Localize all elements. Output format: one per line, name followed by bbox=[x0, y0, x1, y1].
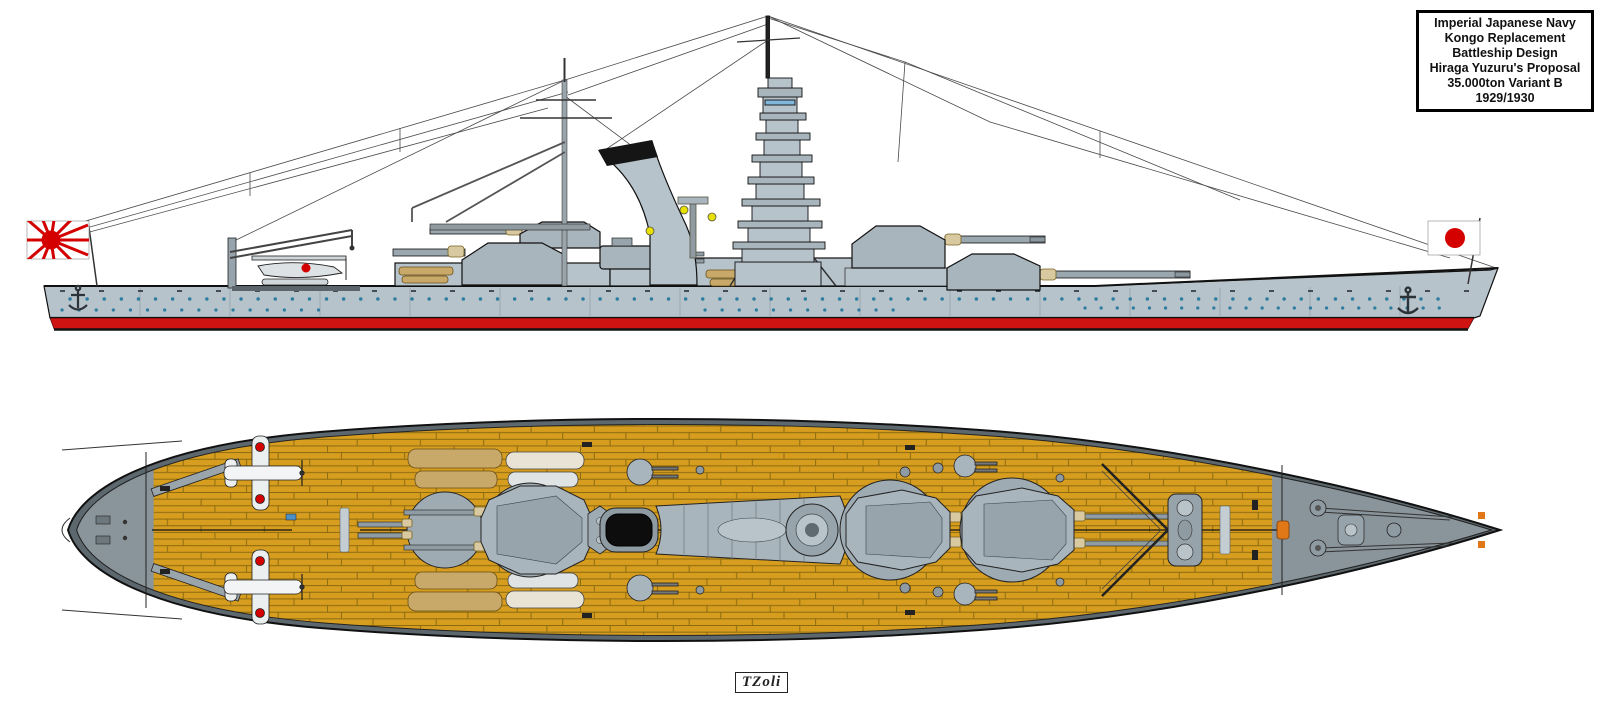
plan-view bbox=[61, 417, 1501, 643]
roundel bbox=[255, 556, 265, 566]
funnel-plan bbox=[599, 507, 659, 553]
title-line: Hiraga Yuzuru's Proposal bbox=[1429, 61, 1581, 75]
stern-booms bbox=[61, 440, 183, 620]
title-box: Imperial Japanese Navy Kongo Replacement… bbox=[1416, 10, 1594, 112]
profile-view bbox=[26, 15, 1499, 331]
porthole-rows bbox=[60, 297, 1442, 312]
title-line: 1929/1930 bbox=[1475, 91, 1535, 105]
bridge-windows bbox=[764, 99, 796, 106]
anchor-gear bbox=[1309, 499, 1453, 557]
catapult-starboard bbox=[150, 563, 242, 602]
conning-tower-plan bbox=[785, 503, 839, 557]
title-line: 35.000ton Variant B bbox=[1447, 76, 1563, 90]
topmast bbox=[765, 15, 770, 79]
bow-frame-structure bbox=[1167, 493, 1203, 567]
main-turret-1-plan bbox=[959, 477, 1181, 583]
secondary-mounts-plan bbox=[626, 454, 998, 606]
main-turret-1-profile bbox=[946, 253, 1191, 291]
roundel bbox=[255, 494, 265, 504]
mainmast bbox=[411, 58, 612, 287]
waterline-red-stripe bbox=[49, 317, 1475, 330]
main-turret-2-plan bbox=[839, 479, 1045, 581]
deck-vents bbox=[695, 462, 1065, 598]
stern-anchor-icon bbox=[68, 284, 88, 311]
roundel bbox=[301, 263, 311, 273]
bow-anchor-icon bbox=[1397, 286, 1419, 315]
deck-edge-line bbox=[44, 267, 1499, 287]
stern-ensign-rising-sun bbox=[26, 219, 98, 287]
rigging-lines bbox=[54, 15, 1497, 269]
pagoda-mast bbox=[729, 15, 837, 287]
floatplane-profile bbox=[251, 255, 347, 286]
title-line: Imperial Japanese Navy bbox=[1434, 16, 1576, 30]
title-line: Battleship Design bbox=[1452, 46, 1558, 60]
main-turret-3-plan bbox=[403, 482, 593, 578]
bow-markers bbox=[1276, 512, 1485, 548]
deck-fittings bbox=[95, 442, 1258, 618]
main-turret-4-profile bbox=[392, 242, 566, 286]
main-turret-2-profile bbox=[844, 225, 1046, 287]
roundel bbox=[255, 442, 265, 452]
stowed-boats-aft bbox=[398, 266, 454, 284]
artist-signature: TZoli bbox=[735, 672, 789, 693]
title-line: Kongo Replacement bbox=[1444, 31, 1566, 45]
funnel-cap bbox=[598, 140, 658, 166]
bow-hinomaru-flag bbox=[1427, 217, 1481, 285]
catapult-rail bbox=[232, 286, 360, 291]
floatplane-plan-top bbox=[223, 435, 305, 511]
roundel bbox=[255, 608, 265, 618]
hull-plate-seams bbox=[139, 286, 1401, 316]
catapult-port bbox=[150, 458, 242, 497]
floatplane-plan-bottom bbox=[223, 549, 305, 625]
stern-crane bbox=[227, 229, 355, 289]
